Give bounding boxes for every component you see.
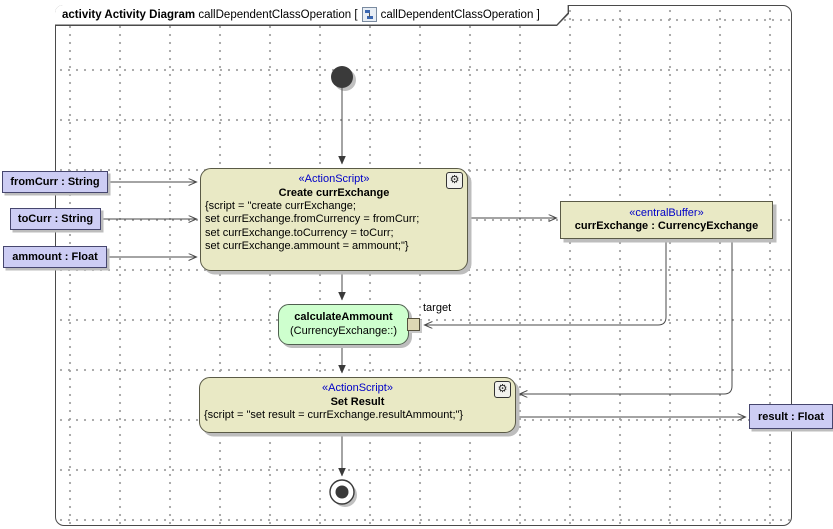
central-buffer-currexchange[interactable]: «centralBuffer» currExchange : CurrencyE… bbox=[560, 201, 773, 239]
gear-icon: ⚙ bbox=[494, 381, 511, 398]
param-fromcurr[interactable]: fromCurr : String bbox=[2, 171, 108, 193]
frame-ref-name: callDependentClassOperation bbox=[380, 8, 534, 21]
param-result[interactable]: result : Float bbox=[749, 404, 833, 429]
action-create-currexchange[interactable]: «ActionScript» Create currExchange {scri… bbox=[200, 168, 468, 271]
initial-node[interactable] bbox=[331, 66, 353, 88]
calculate-name: calculateAmmount bbox=[294, 311, 393, 323]
setresult-stereotype: «ActionScript» bbox=[322, 382, 393, 394]
create-name: Create currExchange bbox=[278, 186, 390, 199]
frame-kind-label: activity Activity Diagram bbox=[62, 8, 196, 21]
target-pin-label: target bbox=[423, 302, 452, 314]
flow-buffer-to-target-pin[interactable] bbox=[425, 239, 667, 325]
param-result-label: result : Float bbox=[757, 410, 824, 423]
open-bracket: [ bbox=[354, 8, 358, 21]
flow-buffer-to-setresult[interactable] bbox=[520, 239, 733, 394]
buffer-name: currExchange : CurrencyExchange bbox=[574, 220, 759, 232]
buffer-stereotype: «centralBuffer» bbox=[629, 206, 704, 219]
activity-diagram-icon bbox=[362, 7, 377, 22]
setresult-name: Set Result bbox=[330, 395, 385, 408]
param-ammount-label: ammount : Float bbox=[12, 251, 98, 263]
target-input-pin[interactable] bbox=[407, 318, 420, 331]
action-set-result[interactable]: «ActionScript» Set Result {script = "set… bbox=[199, 377, 516, 433]
frame-name: callDependentClassOperation bbox=[198, 8, 352, 21]
close-bracket: ] bbox=[536, 8, 540, 21]
frame-header[interactable]: activity Activity Diagram callDependentC… bbox=[55, 5, 569, 26]
frame-header-label: activity Activity Diagram callDependentC… bbox=[55, 5, 568, 25]
calculate-qualifier: (CurrencyExchange::) bbox=[290, 324, 397, 337]
create-script-line: {script = "create currExchange; bbox=[205, 200, 356, 212]
create-stereotype: «ActionScript» bbox=[298, 173, 370, 185]
create-script-line: set currExchange.toCurrency = toCurr; bbox=[205, 226, 394, 239]
param-tocurr[interactable]: toCurr : String bbox=[10, 208, 101, 230]
final-node-core bbox=[335, 485, 349, 499]
param-fromcurr-label: fromCurr : String bbox=[10, 176, 100, 188]
setresult-script-line: {script = "set result = currExchange.res… bbox=[204, 409, 464, 421]
param-tocurr-label: toCurr : String bbox=[17, 213, 94, 225]
create-script-line: set currExchange.fromCurrency = fromCurr… bbox=[205, 213, 420, 226]
create-script-line: set currExchange.ammount = ammount;"} bbox=[205, 240, 409, 253]
gear-icon: ⚙ bbox=[446, 172, 463, 189]
param-ammount[interactable]: ammount : Float bbox=[3, 246, 107, 268]
action-calculate-ammount[interactable]: calculateAmmount (CurrencyExchange::) bbox=[278, 304, 409, 345]
